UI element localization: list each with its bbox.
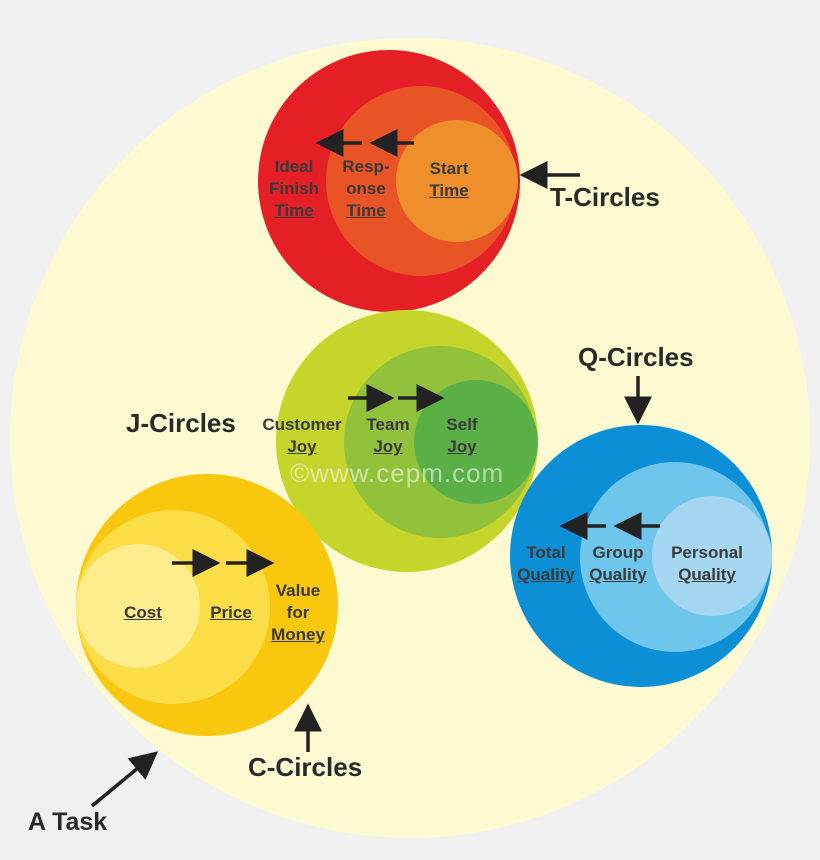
q-outer-label: Total Quality: [517, 543, 575, 584]
task-pointer-arrow: [90, 751, 159, 808]
c-circles-title: C-Circles: [248, 752, 363, 782]
t-circles-title: T-Circles: [550, 182, 660, 212]
task-label: A Task: [28, 808, 108, 836]
j-middle-label: Team Joy: [366, 415, 410, 456]
q-inner-label: Personal Quality: [671, 543, 743, 584]
watermark: ©www.cepm.com: [290, 458, 505, 488]
j-outer-label: Customer Joy: [262, 415, 342, 456]
q-middle-label: Group Quality: [589, 543, 647, 584]
t-inner-label: Start Time: [429, 159, 469, 200]
t-middle-label: Resp- onse Time: [342, 157, 390, 220]
c-inner-label: Cost: [124, 603, 162, 622]
c-middle-label: Price: [210, 603, 252, 622]
t-circle-inner: [396, 120, 518, 242]
t-outer-label: Ideal Finish Time: [268, 157, 320, 220]
j-inner-label: Self Joy: [446, 415, 478, 456]
j-circles-title: J-Circles: [126, 408, 236, 438]
c-outer-label: Value for Money: [271, 581, 325, 644]
q-circles-title: Q-Circles: [578, 342, 694, 372]
q-circle-inner: [652, 496, 772, 616]
